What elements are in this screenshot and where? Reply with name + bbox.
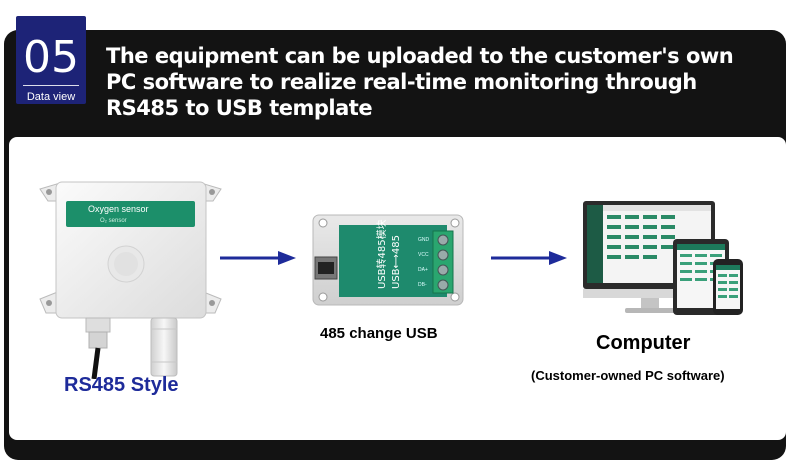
sensor-panel-title: Oxygen sensor bbox=[88, 204, 149, 214]
board-text: USB转485模块 bbox=[375, 219, 388, 289]
module-caption: 485 change USB bbox=[320, 325, 438, 342]
computer-monitor-icon bbox=[583, 201, 715, 313]
oxygen-sensor-device-icon: Oxygen sensor O₂ sensor bbox=[39, 181, 222, 379]
phone-icon bbox=[713, 259, 743, 315]
right-arrow-icon bbox=[491, 251, 567, 265]
pin-label: DA+ bbox=[418, 267, 428, 273]
computer-label: Computer bbox=[596, 332, 691, 354]
pin-label: VCC bbox=[418, 252, 429, 258]
badge-divider bbox=[23, 85, 79, 86]
section-badge: 05 Data view bbox=[16, 16, 86, 104]
rs485-style-label: RS485 Style bbox=[64, 374, 179, 396]
sensor-panel-subtitle: O₂ sensor bbox=[100, 218, 127, 224]
section-label: Data view bbox=[26, 91, 76, 103]
right-arrow-icon bbox=[220, 251, 296, 265]
content-panel: Oxygen sensor O₂ sensor bbox=[9, 137, 786, 440]
computer-devices-icon bbox=[583, 201, 743, 315]
section-number: 05 bbox=[23, 32, 79, 83]
pin-label: GND bbox=[418, 237, 430, 243]
rs485-usb-converter-icon: USB转485模块 USB⟷485 GND VCC DA+ DB- bbox=[312, 214, 464, 306]
computer-caption: (Customer-owned PC software) bbox=[531, 368, 725, 383]
pin-label: DB- bbox=[418, 282, 427, 288]
board-subtext: USB⟷485 bbox=[391, 235, 402, 289]
headline: The equipment can be uploaded to the cus… bbox=[106, 44, 734, 120]
